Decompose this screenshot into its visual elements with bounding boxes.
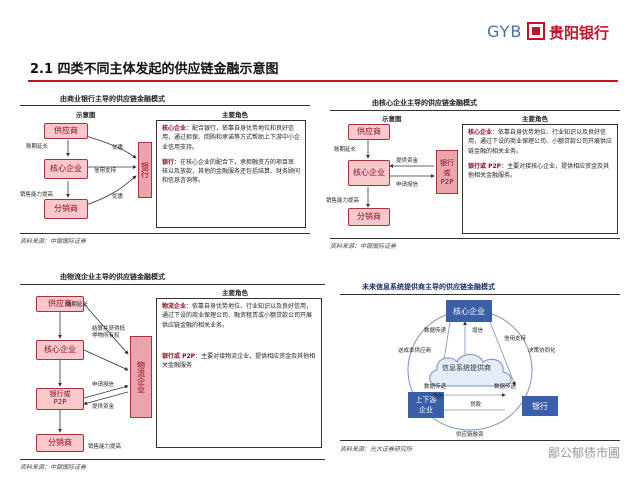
p4-label-credit-2: 增信: [432, 394, 444, 400]
p3-supplier-node: 供应商: [36, 296, 84, 312]
panel2-col-diagram: 示意图: [382, 115, 402, 123]
bank-logo-icon: [527, 22, 545, 40]
p2-desc-core-label: 核心企业: [468, 129, 493, 136]
p2-distributor-node: 分销商: [348, 208, 390, 226]
p4-label-credit-1: 增信: [472, 328, 484, 334]
p1-source: 资料来源：中银国际证券: [20, 238, 87, 245]
panel4-title: 未来信息系统提供商主导的供应链金融模式: [362, 283, 495, 291]
p1-label-preferential-2: 优惠: [112, 194, 124, 200]
p3-source: 资料来源：中银国际证券: [20, 464, 87, 471]
p4-label-supplier-chain: 供应链融资: [456, 432, 484, 438]
panel3-rule: [20, 284, 325, 285]
p2-desc-core: ：依靠自身优势地位、行业知识以及良好信用，通过下设的商业保理公司、小额贷款公司开…: [468, 129, 613, 155]
panel3-col-role: 主要角色: [222, 289, 248, 297]
p3-desc-core-label: 物流企业: [162, 303, 187, 310]
watermark: 鄙公郁债市圃: [547, 446, 620, 460]
p4-updown-node: 上下游 企业: [408, 392, 444, 418]
p3-label-sales: 销售能力提高: [88, 444, 122, 450]
p1-desc-bank: ：在核心企业的配合下，承担融资方的项目审核以及放款，其他的金融服务还包括结算、财…: [162, 158, 301, 185]
panel2-bottom-rule: [330, 238, 620, 239]
p2-description: 核心企业：依靠自身优势地位、行业知识以及良好信用，通过下设的商业保理公司、小额贷…: [462, 124, 618, 234]
panel4-bottom-rule: [340, 440, 620, 441]
panel3-bottom-rule: [20, 459, 325, 460]
p4-label-collab: 决策协同化: [528, 348, 556, 354]
p2-desc-bank: ：主要对接核心企业，提供相应资金及其他相关金融服务。: [468, 162, 610, 180]
p3-desc-core: ：依靠自身优势地位、行业知识以及良好信用，通过下设的商业保理公司、融资租赁或小额…: [162, 303, 313, 329]
p3-label-apply: 申请授信: [92, 382, 115, 388]
p2-supplier-node: 供应商: [348, 124, 390, 140]
p4-label-loan: 贷款: [470, 402, 482, 408]
panel2-col-role: 主要角色: [522, 115, 548, 123]
p1-label-extend: 账期延长: [26, 144, 49, 150]
p1-supplier-node: 供应商: [44, 123, 88, 139]
p4-cloud-label: 信息系统提供商: [442, 364, 491, 372]
p3-label-provide: 提供资金: [92, 404, 115, 410]
p1-core-node: 核心企业: [44, 159, 88, 179]
page-title: 2.1 四类不同主体发起的供应链金融示意图: [30, 62, 279, 77]
logo-text: GYB: [487, 22, 523, 41]
p3-distributor-node: 分销商: [36, 434, 84, 452]
panel1-col-diagram: 示意图: [76, 111, 96, 119]
p4-cloud-icon: [429, 354, 512, 387]
p2-bank-node: 银行或 P2P: [436, 150, 458, 194]
p2-label-sales: 销售能力提高: [326, 198, 360, 204]
p3-core-node: 核心企业: [36, 340, 84, 360]
bank-name: 贵阳银行: [549, 24, 610, 42]
panel2-title: 由核心企业主导的供应链金融模式: [372, 99, 477, 107]
p2-label-provide: 提供资金: [396, 158, 419, 164]
p3-logistics-node: 物流企业: [130, 336, 152, 418]
p1-desc-bank-label: 银行: [162, 158, 175, 166]
p3-description: 物流企业：依靠自身优势地位、行业知识以及良好信用，通过下设的商业保理公司、融资租…: [156, 298, 322, 448]
panel1-title: 由商业银行主导的供应链金融模式: [60, 95, 165, 103]
p2-label-extend: 账期延长: [334, 147, 357, 153]
p4-label-dispatch: 送成本供应商: [398, 348, 432, 354]
p3-label-settle: 结算并获得抵押物所有权: [92, 326, 126, 340]
title-divider: [28, 80, 618, 82]
panel1-col-role: 主要角色: [222, 111, 248, 119]
p3-desc-bank: ：主要对接物流企业，提供相应资金及其他相关金融服务: [162, 352, 316, 370]
p2-label-apply: 申请授信: [396, 182, 419, 188]
p4-source: 资料来源：光大证券研究所: [340, 446, 413, 453]
p2-source: 资料来源：中银国际证券: [330, 243, 397, 250]
p1-description: 核心企业：配合银行，依靠自身优势地位和良好信用，通过担保、回购和承诺等方式帮助上…: [156, 120, 306, 228]
p1-distributor-node: 分销商: [44, 199, 88, 219]
p1-bank-node: 银行: [138, 142, 152, 198]
p1-desc-core: ：配合银行，依靠自身优势地位和良好信用，通过担保、回购和承诺等方式帮助上下游中小…: [162, 125, 301, 151]
p4-bank-node: 银行: [522, 396, 558, 416]
panel3-title: 由物流企业主导的供应链金融模式: [60, 273, 165, 281]
p1-label-credit: 信用支持: [94, 168, 117, 174]
p3-desc-bank-label: 银行或 P2P: [162, 352, 196, 360]
p4-label-credit-support: 信用支持: [504, 336, 527, 342]
p1-desc-core-label: 核心企业: [162, 125, 187, 132]
p4-core-node: 核心企业: [446, 300, 492, 322]
panel2-rule: [330, 110, 620, 111]
p1-label-sales: 销售能力提高: [20, 192, 54, 198]
p4-label-data-2: 数据传递: [424, 384, 447, 390]
panel1-rule: [20, 105, 310, 106]
p4-label-data-1: 数据传递: [424, 328, 447, 334]
p3-label-extend: 账期延长: [66, 302, 89, 308]
p3-bank-node: 银行或 P2P: [36, 388, 84, 410]
p4-label-data-3: 数据传递: [494, 384, 517, 390]
p2-core-node: 核心企业: [348, 160, 390, 186]
panel4-rule: [340, 294, 620, 295]
p1-label-preferential-1: 优惠: [112, 145, 124, 151]
panel1-bottom-rule: [20, 233, 310, 234]
p2-desc-bank-label: 银行或 P2P: [468, 162, 502, 170]
